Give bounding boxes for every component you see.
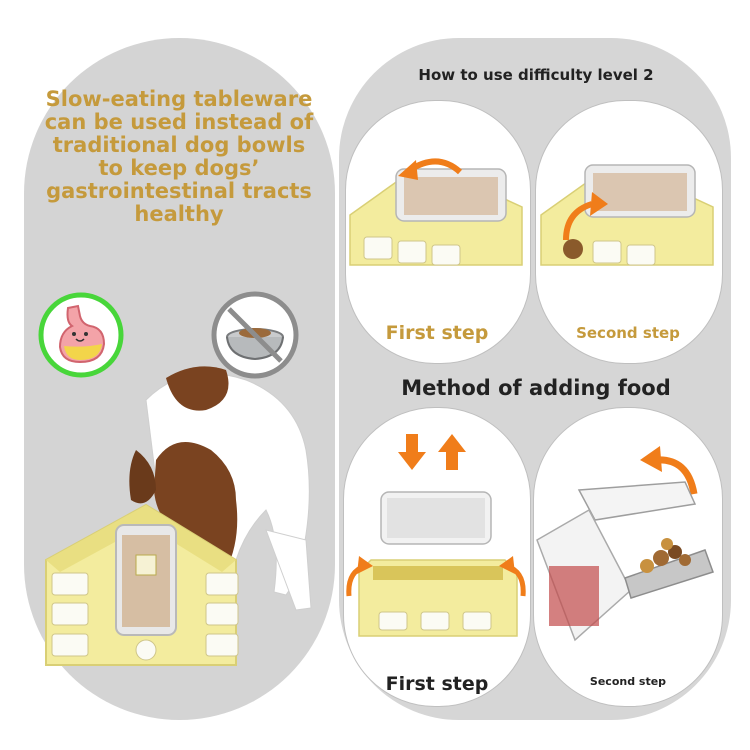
feeder-step1-illustration bbox=[349, 168, 523, 266]
feeder-open-illustration bbox=[346, 491, 526, 637]
adding-step1-card bbox=[343, 407, 531, 707]
healthy-stomach-icon bbox=[38, 292, 124, 378]
headline-line: gastrointestinal tracts bbox=[46, 179, 312, 203]
dog-with-feeder-illustration bbox=[45, 366, 312, 666]
headline-line: traditional dog bowls bbox=[52, 133, 306, 157]
usage-step2-label: Second step bbox=[576, 324, 680, 342]
up-down-arrows-icon bbox=[398, 434, 466, 470]
up-curve-arrow-icon bbox=[563, 192, 608, 241]
adding-step2-label: Second step bbox=[589, 675, 667, 688]
adding-step1-label: First step bbox=[385, 673, 489, 695]
headline-line: healthy bbox=[134, 202, 224, 226]
feeder-step2-illustration bbox=[540, 164, 714, 266]
section1-title: How to use difficulty level 2 bbox=[418, 66, 654, 84]
section2-title: Method of adding food bbox=[401, 376, 671, 400]
adding-food-scoop-illustration bbox=[536, 481, 714, 642]
rotate-arrow-icon bbox=[398, 158, 463, 180]
headline: Slow-eating tableware can be used instea… bbox=[26, 88, 332, 226]
lid-curve-arrow-icon bbox=[640, 446, 698, 495]
headline-line: Slow-eating tableware bbox=[45, 87, 313, 111]
headline-line: can be used instead of bbox=[44, 110, 314, 134]
usage-step1-label: First step bbox=[385, 322, 489, 344]
headline-line: to keep dogs’ bbox=[98, 156, 260, 180]
no-bowl-icon bbox=[211, 291, 299, 379]
